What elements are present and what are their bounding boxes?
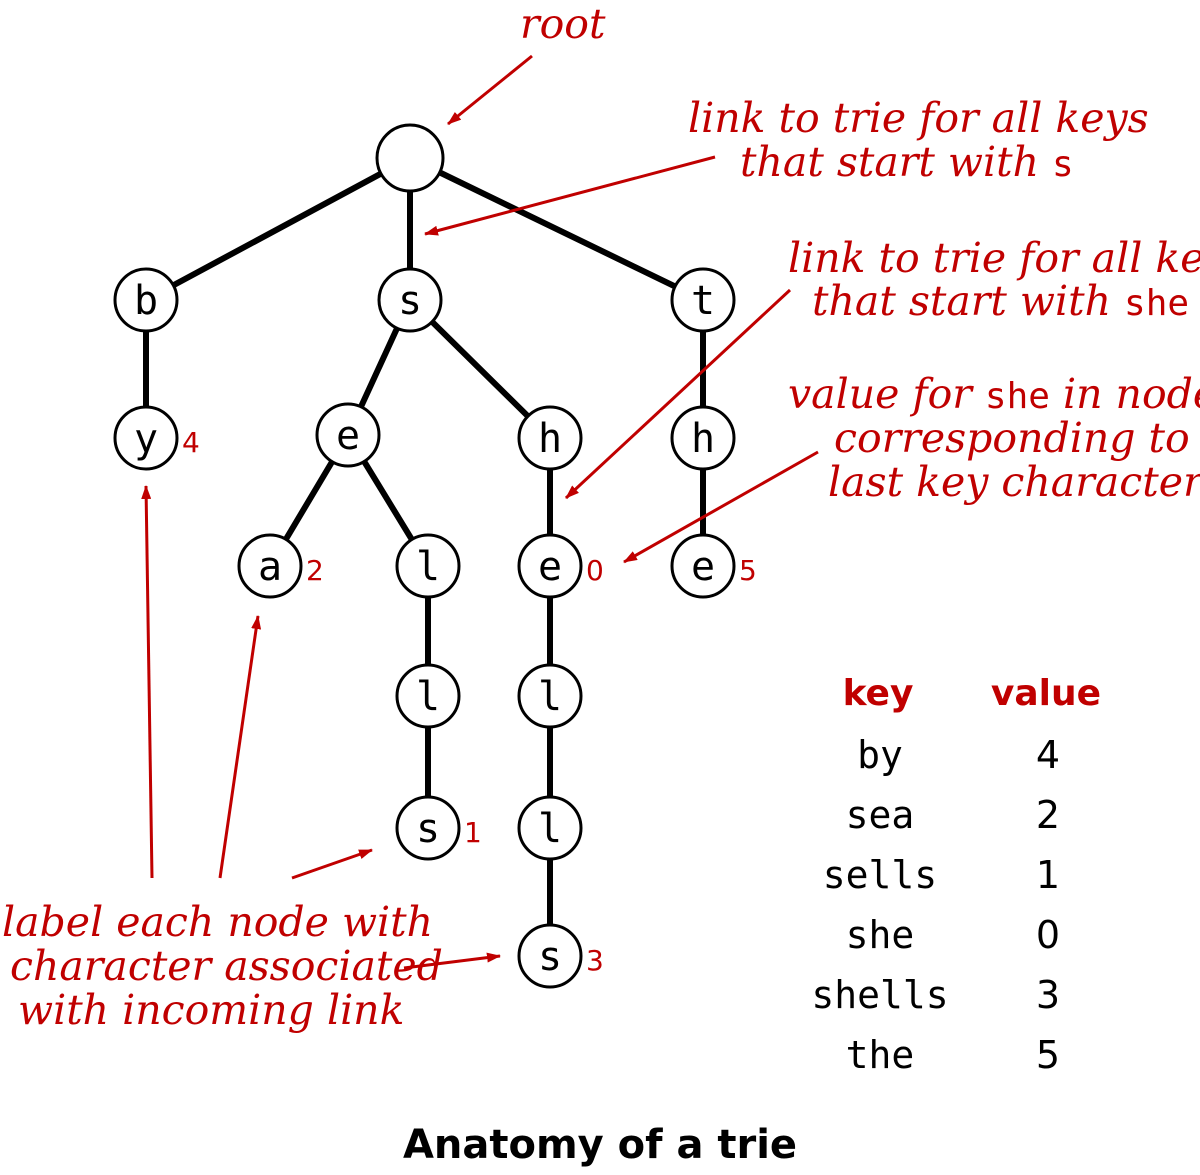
node-value-y: 4 <box>182 426 200 459</box>
node-s <box>377 267 443 333</box>
annotation-value-line3: last key character <box>828 458 1200 506</box>
node-e1 <box>315 402 381 468</box>
node-e2 <box>517 533 583 599</box>
table-header-key: key <box>843 673 914 714</box>
annotation-label-line1: label each node with <box>2 898 433 946</box>
node-y <box>113 405 179 471</box>
node-char-a: a <box>258 544 282 590</box>
node-char-e3: e <box>691 544 715 590</box>
annotation-root: root <box>520 0 606 48</box>
table-key-cell: shells <box>811 973 948 1017</box>
annotation-link-she-line2: that start with she <box>812 277 1189 325</box>
node-value-s2: 1 <box>464 816 482 849</box>
annotation-link-s-line2: that start with s <box>740 138 1074 186</box>
annotation-link-she-line1: link to trie for all keys <box>788 234 1200 282</box>
arrow-value <box>623 450 819 564</box>
arrow-label-s3 <box>403 952 501 970</box>
node-value-s3: 3 <box>586 944 604 977</box>
arrow-link-s <box>424 155 716 236</box>
node-char-t: t <box>691 278 715 324</box>
annotation-label-line2: character associated <box>10 942 443 990</box>
table-value-cell: 3 <box>1036 973 1060 1017</box>
node-char-l3: l <box>538 674 562 720</box>
node-char-l2: l <box>416 674 440 720</box>
arrow-link-she <box>564 288 792 500</box>
table-header-value: value <box>991 673 1101 714</box>
node-t <box>670 267 736 333</box>
node-value-e3: 5 <box>739 554 757 587</box>
node-char-s3: s <box>538 934 562 980</box>
node-e3 <box>670 533 736 599</box>
table-value-cell: 2 <box>1036 793 1060 837</box>
node-char-e2: e <box>538 544 562 590</box>
annotation-value-line1: value for she in node <box>788 370 1200 418</box>
node-char-s: s <box>398 278 422 324</box>
table-value-cell: 0 <box>1036 913 1060 957</box>
node-l1 <box>395 533 461 599</box>
node-value-a: 2 <box>306 554 324 587</box>
node-char-h2: h <box>691 416 715 462</box>
arrow-label-s1 <box>291 848 373 880</box>
table-value-cell: 4 <box>1036 733 1060 777</box>
key-value-table: by 4 sea 2 sells 1 she 0 shells 3 the 5 <box>811 733 1060 1077</box>
arrow-label-y <box>141 485 154 879</box>
edge-s-h1 <box>407 297 553 441</box>
annotation-label-line3: with incoming link <box>18 986 404 1034</box>
node-char-y: y <box>134 416 158 462</box>
node-s3 <box>517 923 583 989</box>
table-key-cell: she <box>846 913 915 957</box>
node-root <box>375 123 445 193</box>
node-char-s2: s <box>416 806 440 852</box>
node-l3 <box>517 663 583 729</box>
annotation-link-s-line1: link to trie for all keys <box>688 94 1149 142</box>
table-key-cell: sea <box>846 793 915 837</box>
arrow-root <box>447 54 533 126</box>
node-char-l1: l <box>416 544 440 590</box>
node-h1 <box>517 405 583 471</box>
node-s2 <box>395 795 461 861</box>
node-a <box>237 533 303 599</box>
node-value-e2: 0 <box>586 554 604 587</box>
edge-root-t <box>407 155 706 303</box>
node-char-b: b <box>134 278 158 324</box>
node-h2 <box>670 405 736 471</box>
table-key-cell: by <box>857 733 903 777</box>
table-value-cell: 1 <box>1036 853 1060 897</box>
table-key-cell: sells <box>823 853 937 897</box>
diagram-caption: Anatomy of a trie <box>403 1122 797 1168</box>
arrow-label-a <box>218 615 262 879</box>
node-char-h1: h <box>538 416 562 462</box>
edge-root-b <box>143 155 413 303</box>
node-char-e1: e <box>336 413 360 459</box>
table-value-cell: 5 <box>1036 1033 1060 1077</box>
node-l2 <box>395 663 461 729</box>
node-b <box>113 267 179 333</box>
node-l4 <box>517 795 583 861</box>
node-char-l4: l <box>538 806 562 852</box>
table-key-cell: the <box>846 1033 915 1077</box>
annotation-value-line2: corresponding to <box>834 414 1190 462</box>
